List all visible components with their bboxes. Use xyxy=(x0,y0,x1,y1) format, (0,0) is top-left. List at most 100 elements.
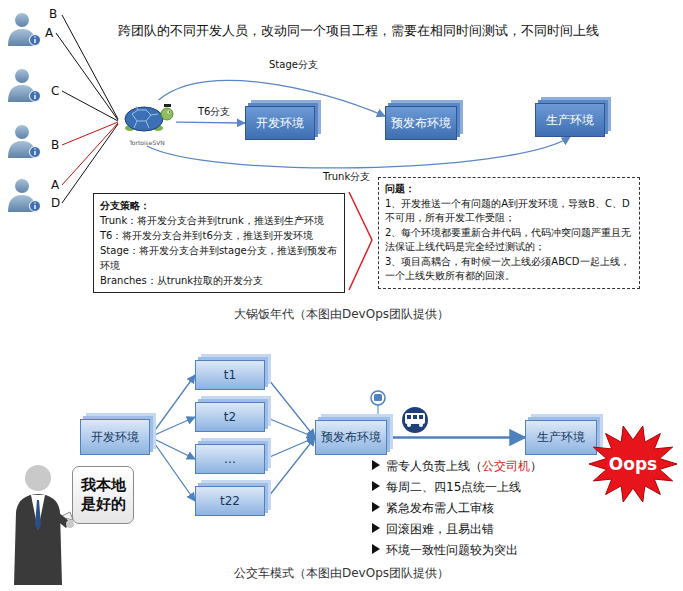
connector-arrow xyxy=(265,438,315,460)
environment-box: 开发环境 xyxy=(245,106,315,140)
wire xyxy=(56,33,118,120)
person-icon xyxy=(34,39,35,43)
tortoise-svn-icon: TortoiseSVN xyxy=(118,100,176,146)
edge-label: T6分支 xyxy=(197,105,231,119)
node-text: 问题： xyxy=(385,182,633,197)
bus-icon xyxy=(419,415,423,419)
connector-arrow xyxy=(265,438,315,502)
node-text: 生产环境 xyxy=(546,112,594,129)
connector-arrow xyxy=(150,437,195,501)
person-icon xyxy=(34,202,36,204)
edge-label: Trunk分支 xyxy=(322,170,371,184)
branch-box: … xyxy=(195,444,265,474)
businessman xyxy=(14,465,74,585)
tortoise-drawing xyxy=(134,106,158,128)
tortoise-drawing xyxy=(164,104,171,107)
environment-box: 生产环境 xyxy=(535,103,605,137)
environment-box: 开发环境 xyxy=(80,419,150,455)
person-icon xyxy=(30,201,41,212)
connector-arrow xyxy=(176,121,245,123)
person-icon xyxy=(34,148,36,150)
branch-box: t22 xyxy=(195,486,265,516)
connector-arrow xyxy=(265,417,315,438)
bullet-text: 需专人负责上线（ xyxy=(386,459,482,473)
wire xyxy=(62,91,118,121)
person-icon xyxy=(34,151,35,155)
bullet-text: 紧急发布需人工审核 xyxy=(386,501,494,515)
environment-box: 预发布环境 xyxy=(315,420,387,455)
node-text: Oops xyxy=(609,454,657,474)
businessman xyxy=(25,465,51,491)
node-text: 预发布环境 xyxy=(391,115,451,132)
person-icon xyxy=(15,179,29,193)
node-text: t1 xyxy=(224,368,236,382)
bullet-text: 回滚困难，且易出错 xyxy=(386,522,494,536)
person-icon xyxy=(30,35,41,46)
person-icon xyxy=(34,36,36,38)
edge-label: Stage分支 xyxy=(268,58,319,72)
bullet-row: 需专人负责上线（公交司机） xyxy=(386,458,542,475)
person-icon xyxy=(15,13,29,27)
bus-stop-icon xyxy=(371,391,385,405)
problem-box: 问题：1、开发推送一个有问题的A到开发环境，导致B、C、D不可用，所有开发工作受… xyxy=(378,177,640,289)
wire xyxy=(56,15,118,203)
node-line: Branches：从trunk拉取的开发分支 xyxy=(100,273,338,288)
node-text: … xyxy=(224,452,236,466)
environment-box: 预发布环境 xyxy=(385,106,457,140)
bullet xyxy=(372,523,380,533)
node-line: 1、开发推送一个有问题的A到开发环境，导致B、C、D不可用，所有开发工作受阻； xyxy=(385,197,633,226)
bullet xyxy=(372,544,380,554)
title: 跨团队的不同开发人员，改动同一个项目工程，需要在相同时间测试，不同时间上线 xyxy=(118,22,599,40)
bullet-row: 紧急发布需人工审核 xyxy=(386,500,494,517)
person-icon xyxy=(15,125,29,139)
bus-icon xyxy=(402,407,428,433)
bullet xyxy=(372,502,380,512)
connector-arrow xyxy=(265,375,315,438)
wire xyxy=(62,123,118,185)
node-text: TortoiseSVN xyxy=(118,139,176,146)
node-text: t2 xyxy=(224,410,236,424)
businessman xyxy=(31,495,45,530)
connector-arrow xyxy=(150,437,195,459)
bus-icon xyxy=(405,413,425,424)
businessman xyxy=(14,494,62,585)
person-icon xyxy=(34,205,35,209)
node-text: t22 xyxy=(220,494,240,508)
bus-stop-icon xyxy=(374,394,382,401)
wire xyxy=(62,15,118,119)
tortoise-drawing xyxy=(167,110,170,113)
tortoise-drawing xyxy=(132,110,151,121)
bus-icon xyxy=(407,415,411,419)
developer-letter: B xyxy=(51,138,59,152)
bullet xyxy=(372,481,380,491)
person-icon xyxy=(30,91,41,102)
connector-arrow xyxy=(147,137,570,168)
developer-letter: A xyxy=(51,178,59,192)
connector-arrow xyxy=(150,417,195,437)
bullet-row: 每周二、四15点统一上线 xyxy=(386,479,521,496)
node-text: 生产环境 xyxy=(537,429,585,446)
branch-box: t2 xyxy=(195,402,265,432)
developer-letter: D xyxy=(51,196,60,210)
bus-icon xyxy=(407,423,411,427)
bus-icon xyxy=(402,407,428,433)
bus-icon xyxy=(419,423,423,427)
wire xyxy=(62,124,118,203)
strategy-box: 分支策略：Trunk：将开发分支合并到trunk，推送到生产环境T6：将开发分支… xyxy=(93,193,345,293)
caption: 大锅饭年代（本图由DevOps团队提供） xyxy=(0,306,683,323)
bullet-row: 回滚困难，且易出错 xyxy=(386,521,494,538)
speech-bubble: 我本地是好的 xyxy=(72,466,134,524)
tortoise-drawing xyxy=(125,107,163,131)
connector-arrow xyxy=(387,436,525,439)
connector-arrow xyxy=(150,375,195,437)
person-icon xyxy=(34,95,35,99)
bullet xyxy=(372,460,380,554)
tortoise-drawing xyxy=(169,111,171,113)
developer-letter: A xyxy=(45,26,53,40)
bullet-text: ） xyxy=(530,459,542,473)
person-icon xyxy=(15,69,29,83)
oops-starburst: Oops xyxy=(588,424,678,504)
red-chevron xyxy=(349,192,372,290)
node-line: T6：将开发分支合并到t6分支，推送到开发环境 xyxy=(100,228,338,243)
tortoise-drawing xyxy=(161,108,173,120)
